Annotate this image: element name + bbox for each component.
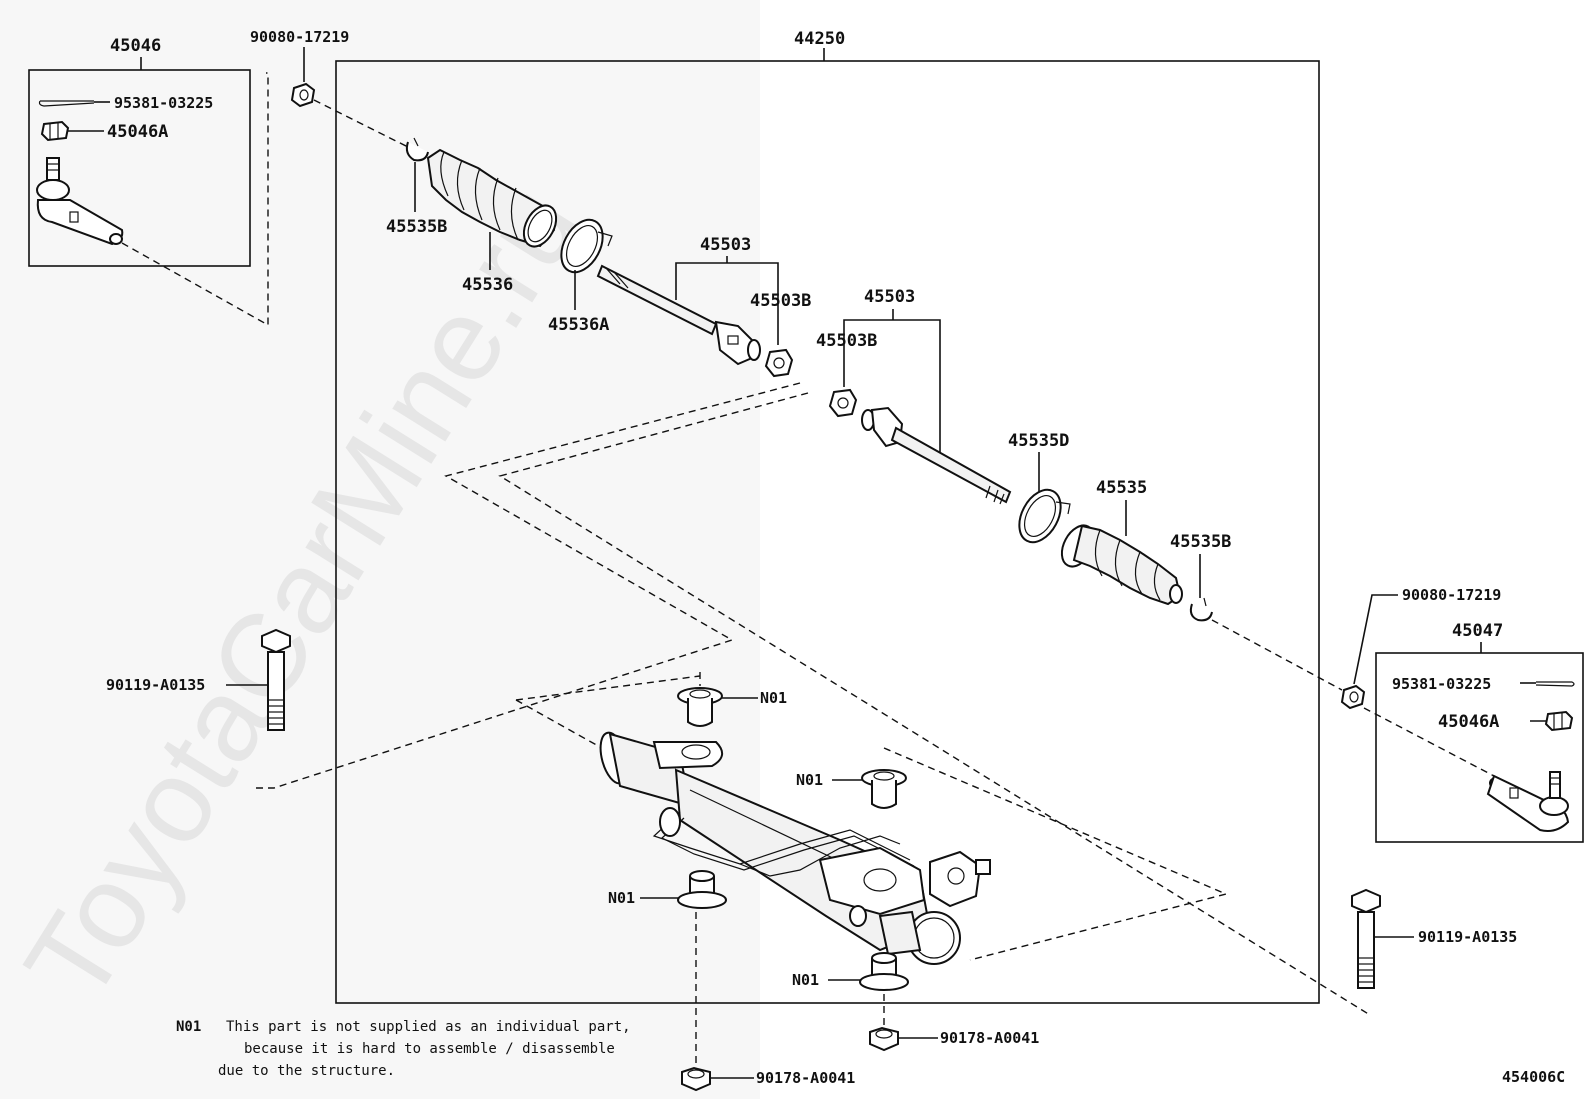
washer-left-label: 45503B: [750, 291, 811, 311]
n01-d-label: N01: [792, 971, 819, 989]
boot-right-label: 45535: [1096, 478, 1147, 498]
bushing-a-icon: [677, 687, 723, 727]
washer-right-icon: [828, 388, 858, 418]
note-code: N01: [176, 1019, 201, 1035]
cotter-pin-right-icon: [1535, 681, 1575, 687]
clamp-right-label: 45535D: [1008, 431, 1069, 451]
right-rod-to-rack-guide: [498, 392, 1371, 1016]
assembly-frame: [335, 60, 1320, 1004]
cotter-pin-left-icon: [38, 100, 95, 107]
lock-nut-right-leader: [1353, 594, 1398, 685]
clip-left-icon: [405, 137, 429, 162]
boot-left-icon: [426, 148, 558, 248]
assembly-label: 44250: [794, 29, 845, 49]
nut-left-label: 45046A: [107, 122, 168, 142]
lock-nut-guide: [313, 99, 411, 149]
rod-right-bracket: [843, 319, 941, 458]
washer-right-label: 45503B: [816, 331, 877, 351]
diagram-code: 454006C: [1502, 1068, 1565, 1086]
tie-end-left-icon: [36, 157, 124, 246]
note-line-3: due to the structure.: [218, 1063, 395, 1079]
lock-nut-right-label: 90080-17219: [1402, 586, 1501, 604]
nut-right-label: 45046A: [1438, 712, 1499, 732]
n01-a-label: N01: [760, 689, 787, 707]
rod-right-label: 45503: [864, 287, 915, 307]
tie-end-right-box: [1375, 652, 1584, 843]
left-rod-to-rack-guide: [254, 382, 801, 789]
bolt-left-label: 90119-A0135: [106, 676, 205, 694]
boot-left-label: 45536: [462, 275, 513, 295]
lock-nut-right-guide: [1363, 707, 1495, 777]
n01-b-label: N01: [796, 771, 823, 789]
bushing-b-icon: [861, 769, 907, 809]
lock-nut-top-left-label: 90080-17219: [250, 28, 349, 46]
clamp-left-label: 45536A: [548, 315, 609, 335]
tie-end-right-icon: [1486, 771, 1570, 832]
bolt-left-icon: [261, 628, 291, 731]
boot-right-icon: [1060, 524, 1183, 606]
note-line-1: This part is not supplied as an individu…: [226, 1019, 631, 1035]
n01-c-label: N01: [608, 889, 635, 907]
clamp-right-icon: [1018, 488, 1071, 544]
nut-bottom-left-icon: [681, 1066, 711, 1092]
rod-left-icon: [596, 264, 761, 366]
nut-bottom-right-icon: [869, 1026, 899, 1052]
tie-end-left-guide: [121, 72, 269, 327]
note-line-2: because it is hard to assemble / disasse…: [244, 1041, 615, 1057]
tie-end-left-label: 45046: [110, 36, 161, 56]
cotter-pin-left-label: 95381-03225: [114, 94, 213, 112]
scan-tint: [0, 0, 760, 1099]
lock-nut-right-icon: [1340, 684, 1366, 710]
cotter-pin-right-label: 95381-03225: [1392, 675, 1491, 693]
clip-right-icon: [1189, 597, 1213, 622]
upper-mount-guide: [515, 675, 701, 701]
clip-right-label: 45535B: [1170, 532, 1231, 552]
rack-housing-icon: [599, 731, 991, 965]
nut-bottom-left-label: 90178-A0041: [756, 1069, 855, 1087]
clip-left-label: 45535B: [386, 217, 447, 237]
clamp-left-icon: [560, 218, 613, 274]
lock-nut-top-left-icon: [290, 82, 316, 108]
nut-bottom-right-label: 90178-A0041: [940, 1029, 1039, 1047]
bushing-c-icon: [677, 870, 727, 909]
rod-left-label: 45503: [700, 235, 751, 255]
nut-right-icon: [1544, 710, 1574, 732]
bushing-d-icon: [859, 952, 909, 991]
washer-left-icon: [764, 348, 794, 378]
tie-end-right-label: 45047: [1452, 621, 1503, 641]
tie-end-left-box: [28, 69, 251, 267]
rod-right-icon: [861, 406, 1012, 505]
bolt-right-label: 90119-A0135: [1418, 928, 1517, 946]
right-rod-guide: [1211, 619, 1343, 691]
bolt-right-icon: [1351, 888, 1381, 989]
nut-left-icon: [40, 120, 70, 142]
right-mount-guide: [883, 747, 1229, 961]
